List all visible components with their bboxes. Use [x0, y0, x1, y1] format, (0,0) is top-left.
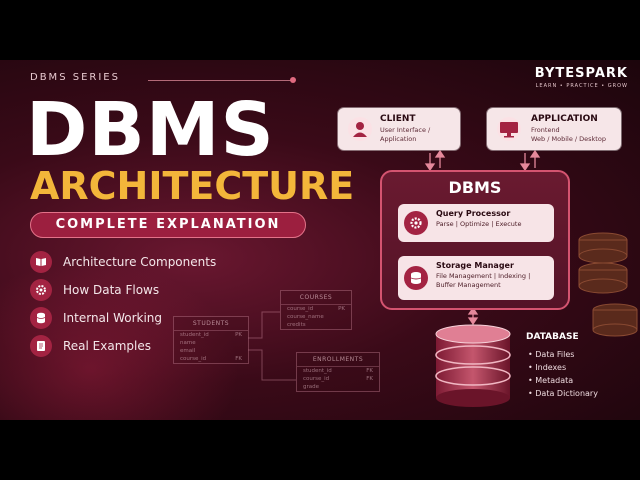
storage-manager-card: Storage Manager File Management | Indexi…: [398, 256, 554, 300]
gear-icon: [404, 211, 428, 235]
topic-list: Architecture Components How Data Flows I…: [30, 248, 216, 360]
storage-manager-sub1: File Management | Indexing |: [436, 272, 531, 280]
monitor-icon: [497, 117, 521, 141]
topic-item: Internal Working: [30, 304, 216, 332]
database-icon: [404, 266, 428, 290]
brand-logo: BYTESPARK LEARN • PRACTICE • GROW: [535, 66, 628, 89]
dbms-title: DBMS: [448, 178, 502, 197]
table-row: name: [180, 340, 196, 346]
query-processor-sub: Parse | Optimize | Execute: [436, 220, 522, 228]
query-processor-card: Query Processor Parse | Optimize | Execu…: [398, 204, 554, 242]
storage-manager-sub2: Buffer Management: [436, 281, 501, 289]
query-processor-title: Query Processor: [436, 209, 511, 218]
brand-name: BYTESPARK: [534, 66, 628, 81]
database-list: Data Files Indexes Metadata Data Diction…: [528, 348, 598, 400]
database-label: DATABASE: [526, 332, 579, 342]
table-row: grade: [303, 384, 319, 390]
series-dot: [290, 77, 296, 83]
document-icon: [30, 335, 52, 357]
title-architecture: ARCHITECTURE: [30, 164, 355, 208]
application-title: APPLICATION: [531, 114, 598, 124]
topic-item: Real Examples: [30, 332, 216, 360]
application-card: APPLICATION Frontend Web / Mobile / Desk…: [487, 108, 621, 150]
dbms-box: DBMS Query Processor Parse | Optimize | …: [380, 170, 570, 310]
client-card: CLIENT User Interface / Application: [338, 108, 460, 150]
client-title: CLIENT: [380, 114, 416, 124]
series-label: DBMS SERIES: [30, 72, 120, 83]
topic-item: Architecture Components: [30, 248, 216, 276]
list-item: Indexes: [528, 361, 598, 374]
table-row: credits: [287, 322, 306, 328]
topic-label: How Data Flows: [63, 283, 160, 297]
list-item: Data Dictionary: [528, 387, 598, 400]
schema-connectors: [248, 311, 296, 381]
database-icon: [30, 307, 52, 329]
client-line2: Application: [380, 135, 417, 143]
database-cylinder-icon: [435, 324, 511, 407]
topic-label: Internal Working: [63, 311, 163, 325]
client-line1: User Interface /: [380, 126, 431, 134]
table-row: email: [180, 348, 196, 354]
book-icon: [30, 251, 52, 273]
application-line2: Web / Mobile / Desktop: [531, 135, 606, 143]
brand-tagline: LEARN • PRACTICE • GROW: [535, 83, 628, 89]
list-item: Data Files: [528, 348, 598, 361]
series-divider: [148, 80, 293, 81]
application-line1: Frontend: [531, 126, 560, 134]
subtitle-pill: COMPLETE EXPLANATION: [30, 212, 306, 238]
user-icon: [348, 117, 372, 141]
list-item: Metadata: [528, 374, 598, 387]
topic-item: How Data Flows: [30, 276, 216, 304]
table-row: course_name: [287, 314, 324, 320]
topic-label: Architecture Components: [63, 255, 217, 269]
title-dbms: DBMS: [26, 87, 275, 173]
gear-icon: [30, 279, 52, 301]
storage-manager-title: Storage Manager: [436, 261, 514, 270]
thumbnail-banner: DBMS SERIES DBMS ARCHITECTURE COMPLETE E…: [0, 60, 640, 420]
topic-label: Real Examples: [63, 339, 151, 353]
coin-stack-decoration: [578, 232, 638, 337]
